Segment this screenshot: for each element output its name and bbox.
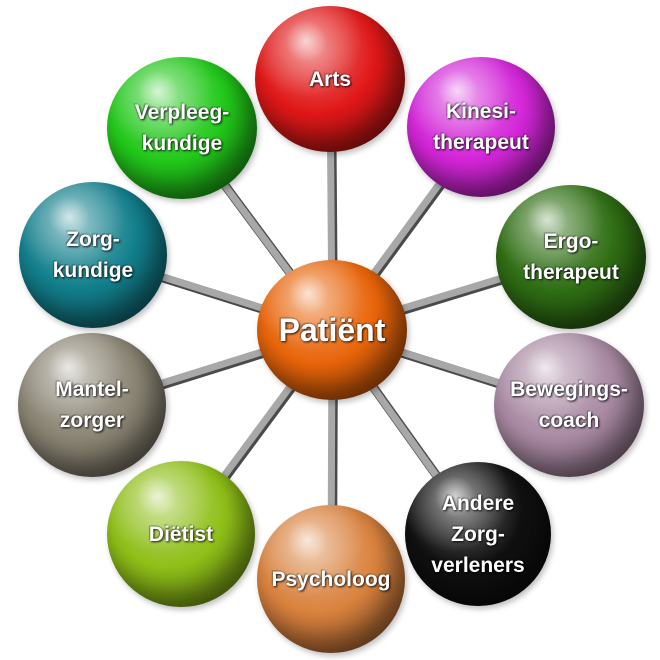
node-zorgkundige-label: Zorg- kundige xyxy=(52,228,134,282)
center-node-label: Patiënt xyxy=(278,311,386,348)
node-psycholoog-label: Psycholoog xyxy=(271,567,391,591)
node-kinesitherapeut-label: Kinesi- therapeut xyxy=(433,100,529,154)
node-ergotherapeut: Ergo- therapeut xyxy=(496,185,646,329)
node-verpleegkundige: Verpleeg- kundige xyxy=(107,57,257,199)
center-node-patient: Patiënt xyxy=(257,260,407,400)
node-arts-label: Arts xyxy=(308,67,351,91)
node-dietist-label: Diëtist xyxy=(148,522,214,546)
node-zorgkundige: Zorg- kundige xyxy=(19,182,167,328)
node-mantelzorger: Mantel- zorger xyxy=(18,333,166,477)
node-kinesitherapeut: Kinesi- therapeut xyxy=(407,57,555,197)
node-verpleegkundige-label: Verpleeg- kundige xyxy=(134,101,230,155)
node-andere-zorgverleners-label: Andere Zorg- verleners xyxy=(431,491,525,577)
node-bewegingscoach: Bewegings- coach xyxy=(494,333,644,477)
node-dietist: Diëtist xyxy=(107,461,255,607)
node-arts: Arts xyxy=(255,6,405,152)
node-psycholoog: Psycholoog xyxy=(257,505,405,653)
node-andere-zorgverleners: Andere Zorg- verleners xyxy=(405,462,551,606)
node-mantelzorger-label: Mantel- zorger xyxy=(55,378,129,432)
node-ergotherapeut-label: Ergo- therapeut xyxy=(523,230,619,284)
node-bewegingscoach-label: Bewegings- coach xyxy=(510,378,628,432)
